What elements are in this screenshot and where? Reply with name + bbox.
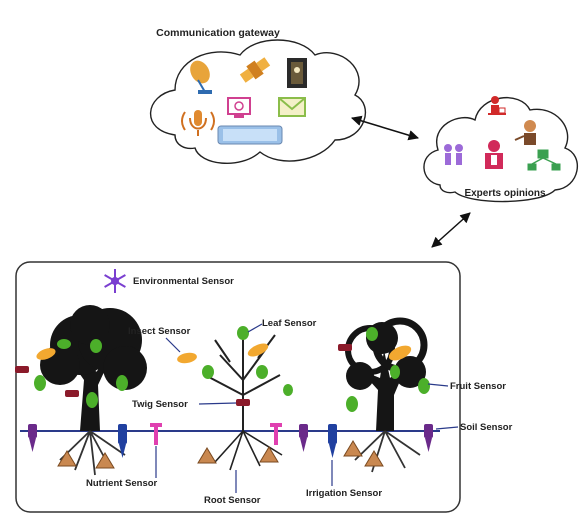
leader-line [435, 426, 459, 430]
soil-sensor-label: Soil Sensor [460, 422, 513, 433]
experts-field-arrow [431, 212, 471, 248]
soil-probe [118, 424, 127, 458]
irrigation-sensor-label: Irrigation Sensor [306, 488, 382, 499]
gateway-title: Communication gateway [156, 27, 280, 39]
network-icon [527, 149, 561, 171]
soil-probe [270, 423, 282, 445]
gateway-cloud [149, 39, 366, 164]
soil-probe [424, 424, 433, 452]
soil-probe [150, 423, 162, 445]
leaf-icon [202, 326, 293, 396]
environmental-sensor-label: Environmental Sensor [133, 276, 234, 287]
twig-probe [236, 399, 250, 406]
photo-icon [287, 58, 307, 88]
root-sensor-label: Root Sensor [204, 495, 261, 506]
leaf-icon [346, 327, 430, 412]
leaf-sensor-label: Leaf Sensor [262, 318, 317, 329]
experts-title: Experts opinions [464, 188, 546, 199]
twig-sensor-label: Twig Sensor [132, 399, 188, 410]
experts-cloud [423, 96, 578, 203]
insect-sensor-label: Insect Sensor [128, 326, 191, 337]
smartphone-icon [217, 125, 283, 145]
person-desk-icon [488, 96, 506, 115]
root-sensor-cone [57, 440, 384, 469]
presenter-icon [514, 120, 536, 145]
gateway-experts-arrow [350, 115, 420, 141]
insect-icon [177, 343, 269, 364]
soil-probe [28, 424, 37, 452]
people-icon [444, 144, 463, 165]
twig-probe [65, 390, 79, 397]
tree-2 [204, 334, 283, 471]
insect-icon [388, 345, 412, 361]
fruit-sensor-label: Fruit Sensor [450, 381, 506, 392]
nutrient-sensor-label: Nutrient Sensor [86, 478, 158, 489]
computer-icon [227, 97, 251, 118]
insect-icon [36, 348, 56, 360]
soil-probe [328, 424, 337, 458]
snowflake-icon [104, 269, 126, 293]
leader-line [198, 402, 237, 405]
twig-probe [15, 366, 29, 373]
tree-1 [40, 305, 147, 476]
soil-probe [299, 424, 308, 452]
satellite-icon [239, 57, 271, 83]
doctor-icon [485, 140, 503, 169]
leader-line [247, 323, 263, 333]
mail-icon [278, 97, 306, 117]
leaf-icon [34, 339, 128, 408]
microphone-icon [181, 110, 215, 136]
leader-line [427, 383, 449, 387]
twig-probe [338, 344, 352, 351]
satellite-dish-icon [190, 60, 212, 94]
leader-line [165, 337, 181, 353]
